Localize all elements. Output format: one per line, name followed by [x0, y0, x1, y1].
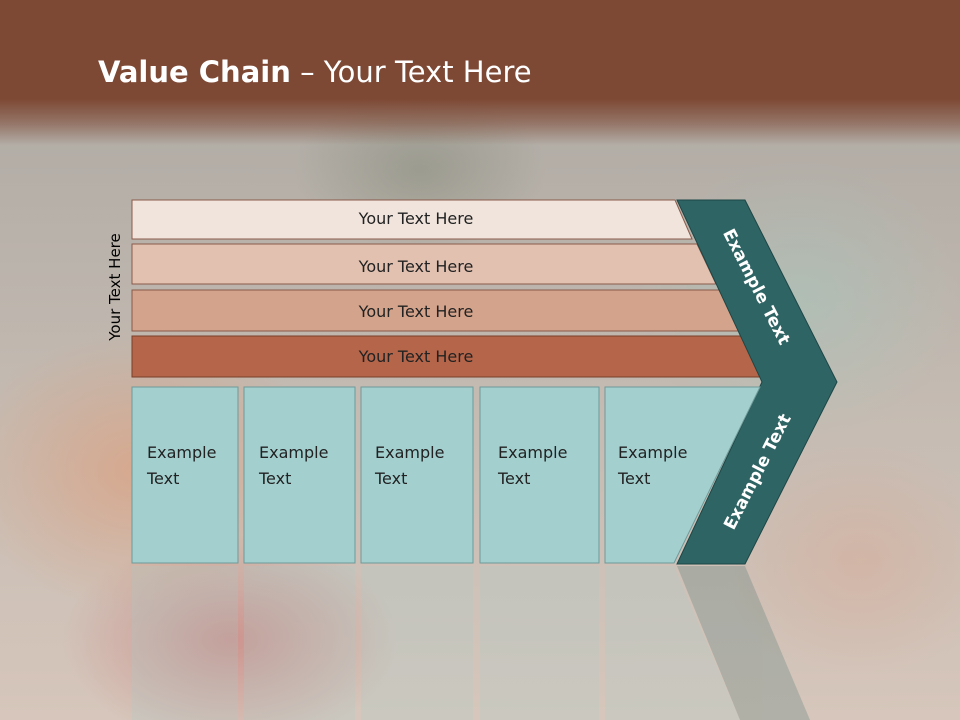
- support-bar-3: Your Text Here: [131, 289, 740, 332]
- reflection-box-4: [480, 566, 599, 720]
- support-bar-2: Your Text Here: [131, 243, 717, 285]
- vertical-side-label: Your Text Here: [106, 233, 124, 341]
- primary-box-5-line2: Text: [617, 469, 650, 488]
- primary-box-5: Example Text: [604, 386, 761, 564]
- primary-box-3-line1: Example: [375, 443, 444, 462]
- reflection-box-2: [244, 566, 355, 720]
- primary-box-4-line2: Text: [497, 469, 530, 488]
- primary-box-4: Example Text: [479, 386, 600, 564]
- primary-box-5-shape: [604, 386, 761, 564]
- support-bar-4-label: Your Text Here: [358, 347, 474, 366]
- reflection: [132, 566, 810, 720]
- margin-chevron-shape: [676, 199, 838, 565]
- title-banner: [0, 0, 960, 145]
- support-bar-4: Your Text Here: [131, 335, 764, 378]
- primary-box-4-line1: Example: [498, 443, 567, 462]
- primary-box-1: Example Text: [131, 386, 239, 564]
- primary-box-5-line1: Example: [618, 443, 687, 462]
- support-bar-2-label: Your Text Here: [358, 257, 474, 276]
- reflection-chevron: [677, 566, 810, 720]
- support-bar-3-label: Your Text Here: [358, 302, 474, 321]
- primary-box-2: Example Text: [243, 386, 356, 564]
- primary-box-1-line2: Text: [146, 469, 179, 488]
- title-rest: – Your Text Here: [290, 55, 532, 89]
- reflection-box-3: [361, 566, 473, 720]
- reflection-box-5: [605, 566, 740, 720]
- primary-box-1-line1: Example: [147, 443, 216, 462]
- support-bar-1: Your Text Here: [131, 199, 693, 240]
- primary-box-2-line2: Text: [258, 469, 291, 488]
- primary-box-3: Example Text: [360, 386, 474, 564]
- primary-box-3-shape: [360, 386, 474, 564]
- primary-box-1-shape: [131, 386, 239, 564]
- slide-title: Value Chain – Your Text Here: [98, 55, 532, 89]
- support-activities: Your Text Here Your Text Here Your Text …: [131, 199, 764, 378]
- primary-box-2-shape: [243, 386, 356, 564]
- title-bold: Value Chain: [98, 55, 291, 89]
- reflection-box-1: [132, 566, 238, 720]
- support-bar-1-label: Your Text Here: [358, 209, 474, 228]
- primary-box-3-line2: Text: [374, 469, 407, 488]
- primary-activities: Example Text Example Text Example Text E…: [131, 386, 761, 564]
- support-bar-1-shape: [131, 199, 693, 240]
- primary-box-2-line1: Example: [259, 443, 328, 462]
- primary-box-4-shape: [479, 386, 600, 564]
